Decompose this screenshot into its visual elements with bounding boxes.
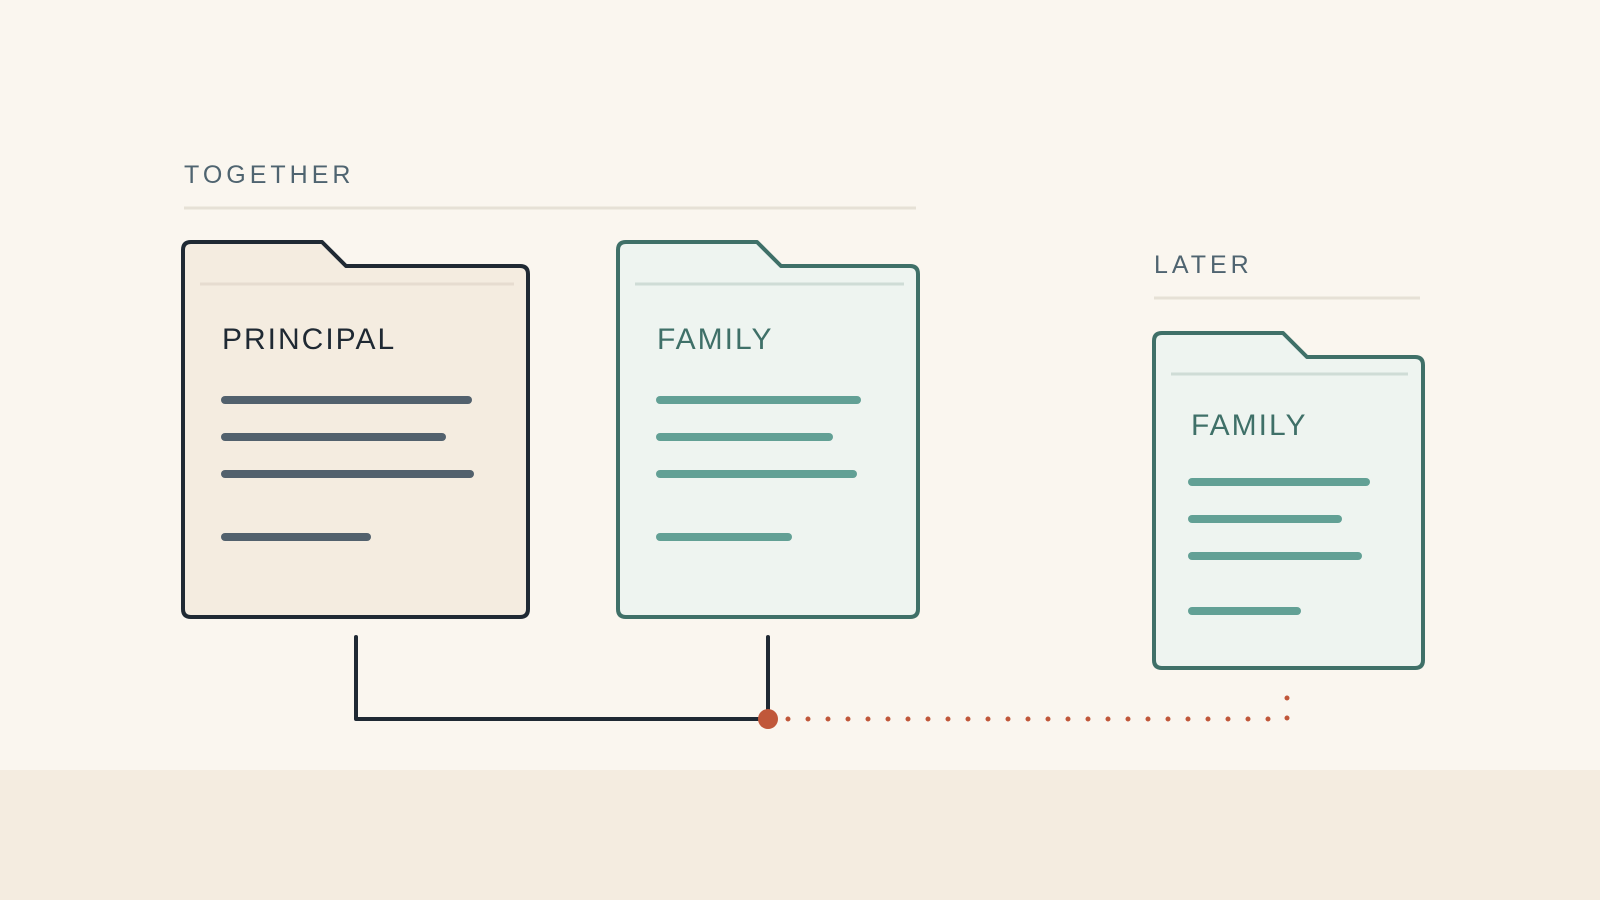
bottom-band xyxy=(0,770,1600,900)
folder-principal-content-lines xyxy=(221,396,474,541)
section-label-later: LATER xyxy=(1154,251,1253,279)
folder-family-together-content-lines xyxy=(656,396,861,541)
folder-principal: PRINCIPAL xyxy=(181,240,530,619)
folder-family-later: FAMILY xyxy=(1152,331,1425,670)
folder-principal-title: PRINCIPAL xyxy=(222,323,396,356)
folder-family-later-content-lines xyxy=(1188,478,1370,615)
folder-family-later-body-icon xyxy=(1152,331,1425,670)
folder-family-later-title: FAMILY xyxy=(1191,409,1307,442)
folder-family-together-title: FAMILY xyxy=(657,323,773,356)
later-dotted-connector xyxy=(785,691,1290,722)
junction-dot xyxy=(758,709,778,729)
together-connector xyxy=(354,635,770,721)
folder-principal-body-icon xyxy=(181,240,530,619)
section-label-together: TOGETHER xyxy=(184,161,354,189)
folder-family-together-body-icon xyxy=(616,240,920,619)
folder-family-together: FAMILY xyxy=(616,240,920,619)
